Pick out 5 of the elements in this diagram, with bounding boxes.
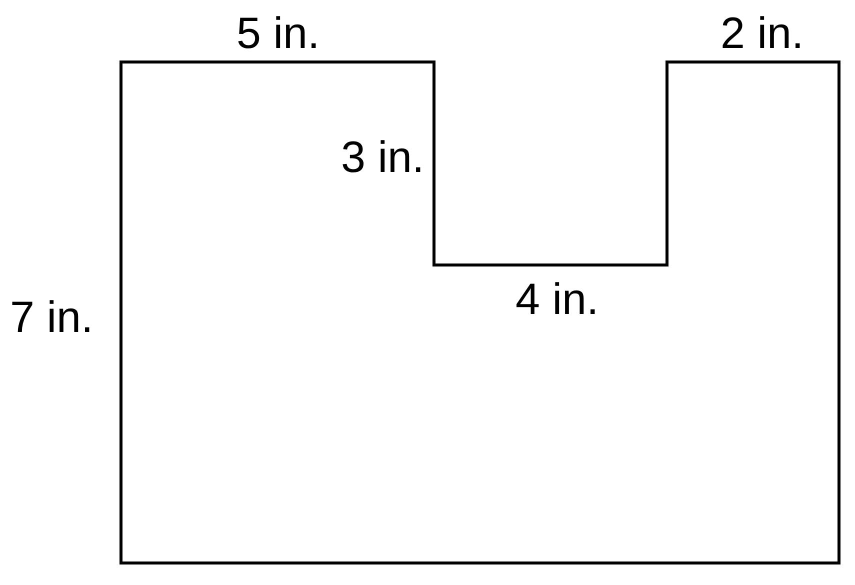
dimension-label: 3 in. [341,136,424,180]
dimension-label: 4 in. [516,278,599,322]
dimension-label: 5 in. [236,12,320,56]
dimension-label: 7 in. [10,296,94,340]
dimension-label: 2 in. [720,12,804,56]
